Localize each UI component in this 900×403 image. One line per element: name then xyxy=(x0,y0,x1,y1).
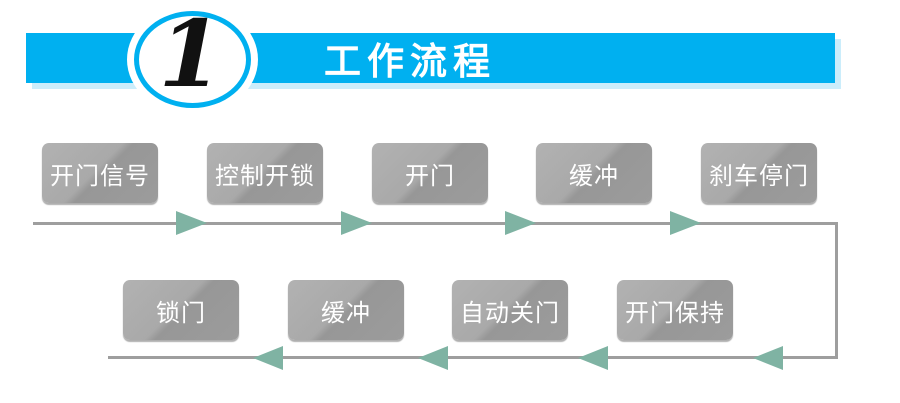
arrow-left-icon xyxy=(253,346,283,370)
flow-step-buffer-2: 缓冲 xyxy=(288,280,404,340)
flow-step-auto-close-door: 自动关门 xyxy=(452,280,568,340)
arrow-left-icon xyxy=(418,346,448,370)
section-number: 1 xyxy=(158,0,223,108)
section-title: 工作流程 xyxy=(324,40,496,83)
arrow-left-icon xyxy=(753,346,783,370)
section-number-badge: 1 xyxy=(134,0,251,108)
arrow-right-icon xyxy=(505,211,536,235)
flow-step-control-unlock: 控制开锁 xyxy=(207,143,323,203)
flow-step-lock-door: 锁门 xyxy=(123,280,239,340)
flow-step-door-open-signal: 开门信号 xyxy=(42,143,158,203)
arrow-left-icon xyxy=(578,346,608,370)
arrow-right-icon xyxy=(176,211,207,235)
flow-step-brake-stop-door: 刹车停门 xyxy=(701,143,817,203)
arrow-right-icon xyxy=(341,211,372,235)
flow-step-door-open-hold: 开门保持 xyxy=(617,280,733,340)
arrow-right-icon xyxy=(670,211,701,235)
flow-line-right xyxy=(835,222,838,359)
flow-step-open-door: 开门 xyxy=(372,143,488,203)
flow-line-bottom xyxy=(108,356,838,359)
flow-step-buffer-1: 缓冲 xyxy=(536,143,652,203)
flow-line-top xyxy=(33,222,838,225)
